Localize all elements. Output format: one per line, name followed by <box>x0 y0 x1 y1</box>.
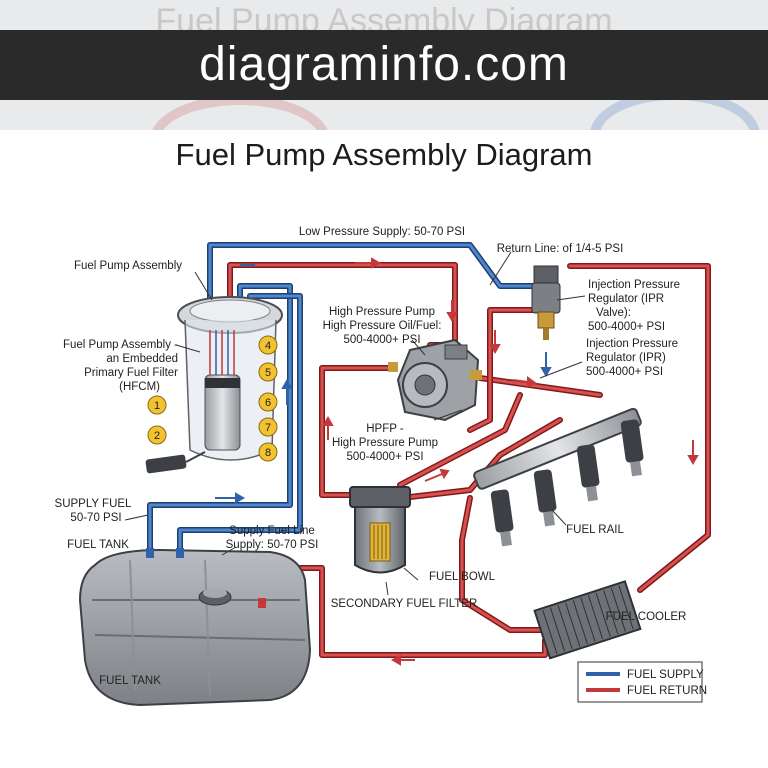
label-ipr: Injection Pressure Regulator (IPR) 500-4… <box>586 338 678 378</box>
svg-text:Injection Pressure: Injection Pressure <box>586 338 678 350</box>
svg-text:SUPPLY FUEL: SUPPLY FUEL <box>55 498 133 510</box>
supply-lines <box>147 242 543 555</box>
svg-text:Supply: 50-70 PSI: Supply: 50-70 PSI <box>226 539 319 551</box>
label-secondary-filter: SECONDARY FUEL FILTER <box>331 598 478 610</box>
svg-text:8: 8 <box>265 447 271 459</box>
svg-text:Injection Pressure: Injection Pressure <box>588 279 680 291</box>
injector <box>533 469 557 527</box>
label-fuel-rail: FUEL RAIL <box>566 524 624 536</box>
label-fuel-cooler: FUEL COOLER <box>606 611 687 623</box>
label-ipr-valve: Injection Pressure Regulator (IPR Valve)… <box>588 279 680 333</box>
svg-text:500-4000+ PSI: 500-4000+ PSI <box>586 366 663 378</box>
svg-text:Supply Fuel Line: Supply Fuel Line <box>229 525 315 537</box>
svg-text:High Pressure Oil/Fuel:: High Pressure Oil/Fuel: <box>323 320 442 332</box>
svg-text:50-70 PSI: 50-70 PSI <box>70 512 121 524</box>
fuel-pump-assembly <box>145 296 283 474</box>
svg-text:(HFCM): (HFCM) <box>119 381 160 393</box>
label-supply-fuel-line: Supply Fuel Line Supply: 50-70 PSI <box>226 525 319 551</box>
fuel-rail <box>473 407 644 547</box>
svg-text:High Pressure Pump: High Pressure Pump <box>332 437 438 449</box>
svg-text:Regulator (IPR): Regulator (IPR) <box>586 352 666 364</box>
svg-text:6: 6 <box>265 397 271 409</box>
label-fuel-tank-upper: FUEL TANK <box>67 539 129 551</box>
svg-text:an Embedded: an Embedded <box>106 353 178 365</box>
banner-background: Fuel Pump Assembly Diagram diagraminfo.c… <box>0 0 768 130</box>
label-fuel-bowl: FUEL BOWL <box>429 571 496 583</box>
high-pressure-pump <box>388 338 482 422</box>
badge-1: 1 <box>147 395 167 415</box>
badge-6: 6 <box>258 392 278 412</box>
labels: Low Pressure Supply: 50-70 PSI Return Li… <box>55 226 687 687</box>
badge-7: 7 <box>258 417 278 437</box>
injector <box>490 489 514 547</box>
svg-text:HPFP -: HPFP - <box>366 423 404 435</box>
legend-supply: FUEL SUPPLY <box>627 669 704 681</box>
leader-lines <box>124 251 620 613</box>
label-fpa-embedded: Fuel Pump Assembly - an Embedded Primary… <box>63 339 178 393</box>
fuel-tank <box>78 548 312 707</box>
fuel-cooler <box>533 580 642 660</box>
injector <box>576 444 600 502</box>
svg-text:500-4000+ PSI: 500-4000+ PSI <box>343 334 420 346</box>
label-fuel-tank-lower: FUEL TANK <box>99 675 161 687</box>
svg-text:Fuel Pump Assembly -: Fuel Pump Assembly - <box>63 339 178 351</box>
svg-text:High Pressure Pump: High Pressure Pump <box>329 306 435 318</box>
badge-4: 4 <box>258 335 278 355</box>
svg-text:500-4000+ PSI: 500-4000+ PSI <box>588 321 665 333</box>
label-supply-fuel: SUPPLY FUEL 50-70 PSI <box>55 498 133 524</box>
badge-2: 2 <box>147 425 167 445</box>
label-hpp: High Pressure Pump High Pressure Oil/Fue… <box>323 306 442 346</box>
label-fuel-pump-assembly: Fuel Pump Assembly <box>74 260 182 272</box>
svg-text:Valve):: Valve): <box>596 307 631 319</box>
label-low-pressure-supply: Low Pressure Supply: 50-70 PSI <box>299 226 465 238</box>
svg-text:2: 2 <box>154 430 160 442</box>
badge-5: 5 <box>258 362 278 382</box>
ipr-valve <box>531 265 561 340</box>
diagram-title: Fuel Pump Assembly Diagram <box>175 137 593 172</box>
svg-text:Primary Fuel Filter: Primary Fuel Filter <box>84 367 178 379</box>
injector <box>620 419 644 477</box>
label-hpfp: HPFP - High Pressure Pump 500-4000+ PSI <box>332 423 438 463</box>
svg-text:4: 4 <box>265 340 271 352</box>
svg-text:Regulator (IPR: Regulator (IPR <box>588 293 664 305</box>
label-return-line: Return Line: of 1/4-5 PSI <box>497 243 624 255</box>
svg-text:1: 1 <box>154 400 160 412</box>
svg-text:500-4000+ PSI: 500-4000+ PSI <box>346 451 423 463</box>
svg-text:7: 7 <box>265 422 271 434</box>
callout-badges: 1 2 4 5 6 7 8 <box>147 335 278 462</box>
watermark-banner <box>0 30 768 100</box>
watermark-site: diagraminfo.com <box>199 38 569 91</box>
legend: FUEL SUPPLY FUEL RETURN <box>577 661 707 703</box>
legend-return: FUEL RETURN <box>627 685 707 697</box>
badge-8: 8 <box>258 442 278 462</box>
secondary-fuel-filter <box>349 486 411 574</box>
svg-text:5: 5 <box>265 367 271 379</box>
